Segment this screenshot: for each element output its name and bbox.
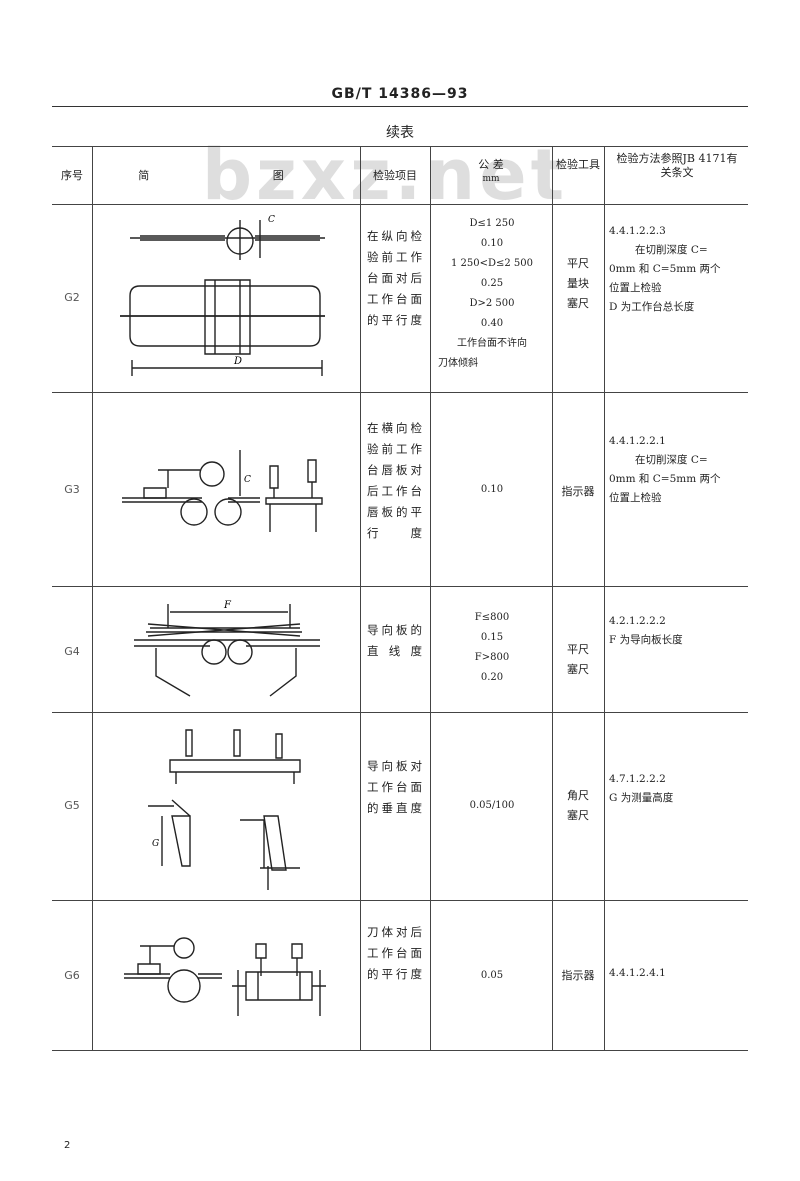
tool-line: 塞尺 — [567, 809, 589, 822]
tool-line: 平尺 — [567, 257, 589, 270]
row-no: G4 — [64, 645, 80, 658]
row-no: G2 — [64, 291, 80, 304]
row-item: 在横向检验前工作台唇板对后工作台唇板的平行度 — [367, 421, 423, 540]
row-item: 导向板的直线度 — [367, 623, 423, 658]
ref-line: 在切削深度 C= — [635, 244, 708, 256]
row-reference: 4.7.1.2.2.2 G 为测量高度 — [609, 770, 759, 808]
tool-line: 平尺 — [567, 643, 589, 656]
tolerance-unit: mm — [482, 174, 500, 184]
row-tolerance: D≤1 250 0.10 1 250<D≤2 500 0.25 D>2 500 … — [432, 214, 552, 374]
diagram-g2: C D — [110, 215, 340, 388]
diagram-g5: G — [110, 720, 340, 896]
tool-line: 角尺 — [567, 789, 589, 802]
standard-code: GB/T 14386—93 — [331, 86, 469, 102]
ref-line: 位置上检验 — [609, 282, 662, 294]
row-reference: 4.2.1.2.2.2 F 为导向板长度 — [609, 612, 759, 650]
col-rule — [430, 146, 431, 1050]
row-reference: 4.4.1.2.2.1 在切削深度 C= 0mm 和 C=5mm 两个 位置上检… — [609, 432, 759, 508]
row-reference: 4.4.1.2.2.3 在切削深度 C= 0mm 和 C=5mm 两个 位置上检… — [609, 222, 759, 317]
col-header-tolerance: 公 差 mm — [430, 158, 552, 186]
tol-line: 工作台面不许向 — [457, 338, 527, 349]
row-tolerance: F≤800 0.15 F>800 0.20 — [432, 608, 552, 688]
row-item: 刀体对后工作台面的平行度 — [367, 925, 423, 981]
tool-line: 量块 — [567, 277, 589, 290]
col-rule — [360, 146, 361, 1050]
row-tolerance: 0.10 — [432, 480, 552, 500]
row-rule — [52, 900, 748, 901]
continued-label: 续表 — [386, 125, 414, 141]
ref-line: 位置上检验 — [609, 492, 662, 504]
tol-line: 0.20 — [480, 672, 504, 683]
header-bottom-rule — [52, 204, 748, 205]
tool-line: 指示器 — [561, 485, 595, 498]
tol-line: 0.25 — [480, 278, 504, 289]
watermark: bzxz.net — [201, 134, 569, 216]
tol-line: 0.10 — [480, 238, 504, 249]
tol-line: 0.40 — [480, 318, 504, 329]
row-tool: 平尺 量块 塞尺 — [555, 254, 601, 314]
row-no: G3 — [64, 483, 80, 496]
tol-line: F≤800 — [474, 612, 510, 623]
diagram-g6 — [110, 920, 340, 1040]
col-header-figure: 简 图 — [138, 169, 344, 182]
ref-line: 4.4.1.2.2.3 — [609, 225, 666, 237]
col-rule — [604, 146, 605, 1050]
ref-line: F 为导向板长度 — [609, 634, 683, 646]
row-no: G5 — [64, 799, 80, 812]
tol-line: 0.05 — [480, 970, 504, 981]
ref-line: 0mm 和 C=5mm 两个 — [609, 263, 721, 275]
col-rule — [92, 146, 93, 1050]
row-tool: 角尺 塞尺 — [555, 786, 601, 826]
col-header-reference: 检验方法参照JB 4171有关条文 — [616, 152, 738, 179]
dim-label-f: F — [223, 600, 232, 611]
row-tool: 指示器 — [555, 966, 601, 986]
tol-line: D>2 500 — [469, 298, 515, 309]
row-item: 导向板对工作台面的垂直度 — [367, 759, 423, 815]
tol-line: 0.15 — [480, 632, 504, 643]
row-tool: 指示器 — [555, 482, 601, 502]
dim-label-c: C — [268, 215, 275, 225]
dim-label-d: D — [233, 356, 242, 367]
row-rule — [52, 392, 748, 393]
tol-line: D≤1 250 — [469, 218, 515, 229]
dim-label-c: C — [244, 475, 251, 485]
ref-line: D 为工作台总长度 — [609, 301, 695, 313]
row-tool: 平尺 塞尺 — [555, 640, 601, 680]
tool-line: 指示器 — [561, 969, 595, 982]
tol-line: 1 250<D≤2 500 — [450, 258, 534, 269]
row-tolerance: 0.05 — [432, 966, 552, 986]
tol-line: 刀体倾斜 — [438, 358, 478, 369]
ref-line: G 为测量高度 — [609, 792, 674, 804]
tolerance-label: 公 差 — [478, 158, 504, 171]
tol-line: 0.05/100 — [469, 800, 515, 811]
table-bottom-rule — [52, 1050, 748, 1051]
tool-line: 塞尺 — [567, 663, 589, 676]
row-tolerance: 0.05/100 — [432, 796, 552, 816]
diagram-g4: F — [110, 600, 340, 708]
table-top-rule — [52, 146, 748, 147]
diagram-g3: C — [110, 440, 340, 540]
row-rule — [52, 586, 748, 587]
row-no: G6 — [64, 969, 80, 982]
col-header-no: 序号 — [61, 169, 83, 182]
tol-line: 0.10 — [480, 484, 504, 495]
ref-line: 4.4.1.2.2.1 — [609, 435, 666, 447]
ref-line: 4.7.1.2.2.2 — [609, 773, 666, 785]
row-reference: 4.4.1.2.4.1 — [609, 964, 759, 983]
tool-line: 塞尺 — [567, 297, 589, 310]
ref-line: 0mm 和 C=5mm 两个 — [609, 473, 721, 485]
col-header-tool: 检验工具 — [556, 158, 600, 171]
row-rule — [52, 712, 748, 713]
tol-line: F>800 — [474, 652, 510, 663]
col-header-item: 检验项目 — [373, 169, 417, 182]
row-item: 在纵向检验前工作台面对后工作台面的平行度 — [367, 229, 423, 327]
ref-line: 在切削深度 C= — [635, 454, 708, 466]
ref-line: 4.2.1.2.2.2 — [609, 615, 666, 627]
header-rule — [52, 106, 748, 107]
dim-label-g: G — [152, 839, 159, 849]
page-number: 2 — [64, 1140, 71, 1151]
ref-line: 4.4.1.2.4.1 — [609, 967, 666, 979]
col-rule — [552, 146, 553, 1050]
